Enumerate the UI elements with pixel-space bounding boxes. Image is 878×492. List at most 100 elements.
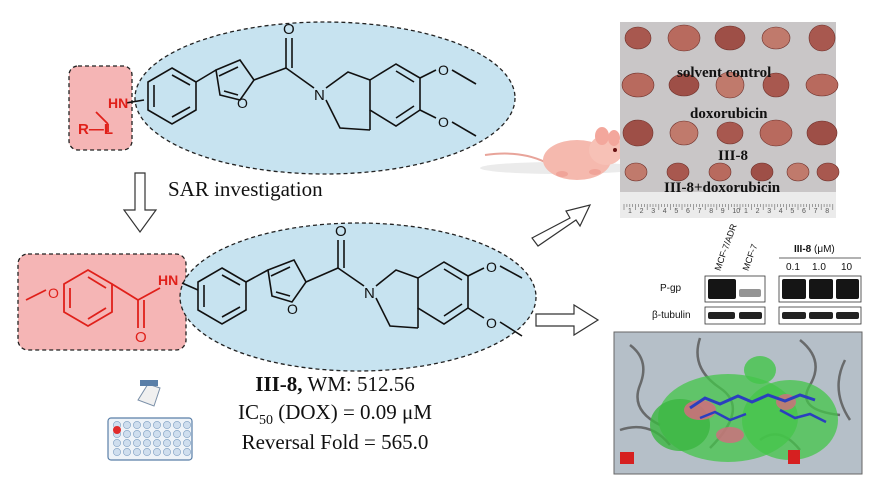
- svg-text:N: N: [364, 285, 375, 302]
- bottom-amide-label: HN: [158, 272, 179, 288]
- conc-0: 0.1: [786, 262, 800, 273]
- conc-1: 1.0: [812, 262, 826, 273]
- tumor-label-dox: doxorubicin: [690, 106, 768, 122]
- tumor-sample: [750, 162, 774, 182]
- top-core-ellipse: [134, 21, 516, 175]
- ruler-number: 10: [732, 208, 741, 215]
- svg-text:O: O: [237, 95, 248, 111]
- plate-well: [183, 430, 191, 438]
- svg-text:O: O: [48, 285, 59, 301]
- ruler-number: 1: [744, 208, 748, 215]
- plate-well: [173, 439, 181, 447]
- tumor-sample: [624, 162, 648, 182]
- top-amine-label: HN: [108, 95, 129, 111]
- plate-well: [183, 448, 191, 456]
- docking-image: [613, 331, 863, 475]
- tumor-sample: [805, 73, 839, 97]
- compound-ic50-line: IC50 (DOX) = 0.09 μM: [190, 400, 480, 429]
- plate-well: [173, 430, 181, 438]
- ruler-number: 9: [720, 208, 725, 215]
- plate-well: [163, 439, 171, 447]
- tumor-sample: [808, 24, 836, 52]
- well-plate-icon: [107, 380, 193, 461]
- tumor-sample: [716, 121, 744, 145]
- ruler-number: 4: [778, 208, 783, 215]
- ruler-number: 2: [639, 208, 644, 215]
- sar-label: SAR investigation: [168, 177, 323, 201]
- ic50-value: (DOX) = 0.09 μM: [272, 400, 432, 424]
- plate-well: [133, 448, 141, 456]
- tumor-sample: [622, 119, 654, 147]
- compound-name-line: III-8, WM: 512.56: [190, 372, 480, 397]
- tumor-label-combo: III-8+doxorubicin: [664, 180, 781, 196]
- tumor-sample: [669, 120, 699, 146]
- plate-well: [173, 421, 181, 429]
- mouse-image: [480, 127, 640, 180]
- tumor-sample: [816, 162, 840, 182]
- svg-text:O: O: [283, 21, 295, 38]
- plate-well: [163, 430, 171, 438]
- plate-well: [153, 439, 161, 447]
- tumor-sample: [714, 25, 746, 51]
- ruler-number: 6: [686, 208, 690, 215]
- tumor-sample: [621, 72, 655, 98]
- tumor-sample: [708, 162, 732, 182]
- top-molecule: O N O O O: [68, 21, 516, 175]
- ruler-number: 3: [767, 208, 772, 215]
- ruler-number: 7: [813, 208, 818, 215]
- bottom-benzamide-box: [17, 253, 187, 351]
- tumor-photo: [620, 22, 840, 218]
- tumor-sample: [762, 72, 790, 98]
- svg-text:O: O: [287, 301, 298, 317]
- sar-down-arrow: [122, 172, 158, 234]
- arrow-to-blot: [535, 303, 600, 337]
- tumor-label-iii8: III-8: [718, 148, 749, 164]
- bottom-molecule: O O O N: [17, 222, 537, 372]
- plate-well: [123, 448, 131, 456]
- plate-well: [113, 439, 121, 447]
- plate-well: [153, 421, 161, 429]
- plate-well: [143, 448, 151, 456]
- ruler-number: 8: [709, 208, 714, 215]
- ruler-number: 8: [825, 208, 830, 215]
- plate-well: [183, 421, 191, 429]
- plate-well: [153, 448, 161, 456]
- plate-well: [163, 448, 171, 456]
- bottom-core-ellipse: [179, 222, 537, 372]
- plate-well: [183, 439, 191, 447]
- ruler-number: 4: [662, 208, 667, 215]
- tumor-label-solvent: solvent control: [677, 65, 772, 81]
- ruler-number: 2: [755, 208, 760, 215]
- conc-2: 10: [841, 262, 853, 273]
- plate-well: [143, 430, 151, 438]
- tumor-sample: [761, 26, 791, 50]
- tumor-sample: [759, 119, 793, 147]
- tumor-sample: [786, 162, 810, 182]
- ruler-number: 1: [628, 208, 632, 215]
- ruler-number: 5: [674, 208, 679, 215]
- plate-well: [143, 421, 151, 429]
- plate-well: [133, 421, 141, 429]
- svg-text:O: O: [438, 62, 449, 78]
- ruler-number: 3: [651, 208, 656, 215]
- svg-text:O: O: [486, 259, 497, 275]
- plate-well: [143, 439, 151, 447]
- tumor-sample: [624, 26, 652, 50]
- plate-well: [123, 421, 131, 429]
- tumor-sample: [666, 162, 690, 182]
- top-rl-box: [68, 65, 133, 151]
- compound-mw: WM: 512.56: [302, 372, 415, 396]
- plate-well: [173, 448, 181, 456]
- top-linker-label: R—L: [78, 121, 113, 138]
- ruler-number: 5: [790, 208, 795, 215]
- western-blot: [704, 257, 862, 325]
- protein-label-pgp: P-gp: [660, 283, 682, 294]
- arrow-to-mouse: [531, 204, 592, 247]
- plate-well: [123, 430, 131, 438]
- plate-well: [123, 439, 131, 447]
- svg-text:N: N: [314, 87, 325, 104]
- plate-well: [133, 430, 141, 438]
- compound-name: III-8,: [255, 372, 303, 396]
